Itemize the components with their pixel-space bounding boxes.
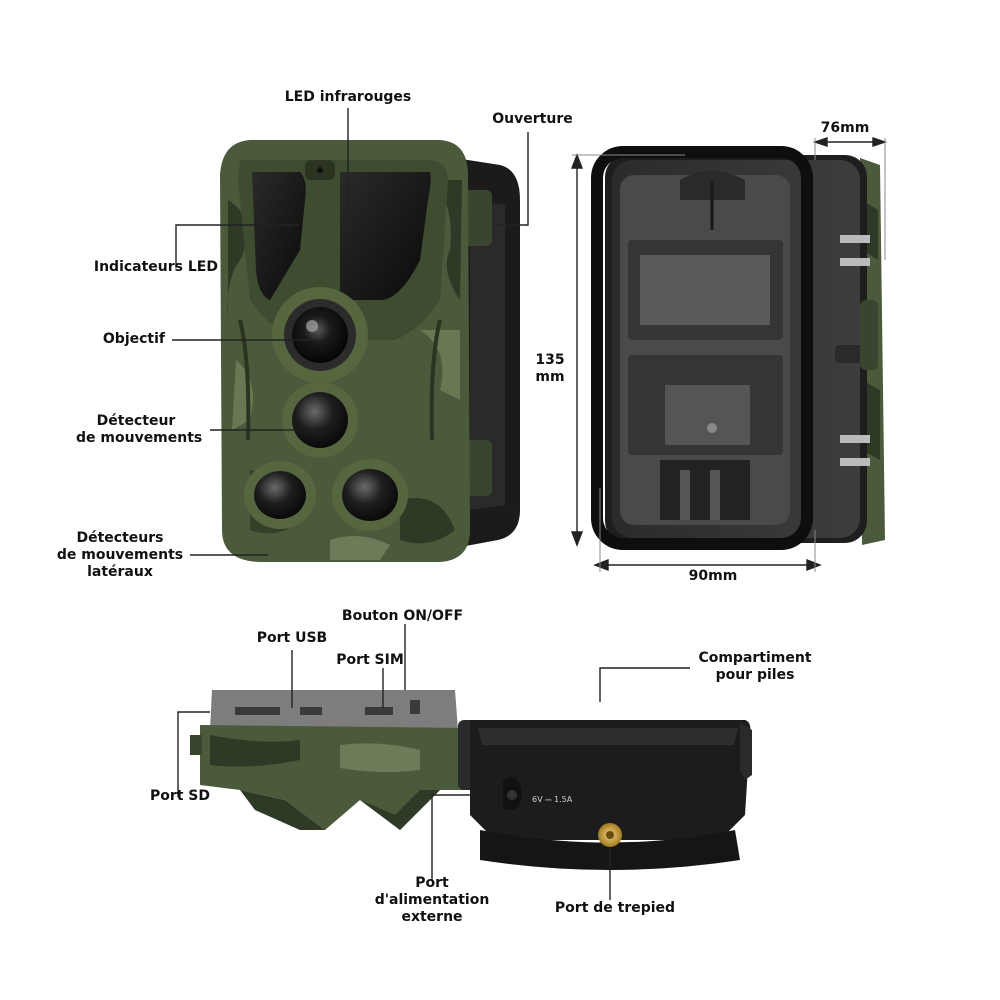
label-port-alim-line2: d'alimentation [374, 892, 490, 908]
label-detecteur-line2: de mouvements [76, 430, 203, 446]
label-detecteurs-lateraux: Détecteurs de mouvements latéraux [50, 530, 190, 581]
label-port-sim: Port SIM [336, 652, 404, 668]
power-rating-marking: 6V ⎓ 1.5A [532, 795, 573, 804]
label-dim-height: 135 mm [528, 352, 572, 386]
label-compartiment-line1: Compartiment [698, 650, 812, 666]
label-compartiment-line2: pour piles [715, 667, 795, 683]
camera-back-view [591, 146, 885, 550]
back-dimension-lines [570, 137, 888, 572]
label-detecteur-line1: Détecteur [96, 413, 176, 429]
label-led-infrarouges: LED infrarouges [284, 89, 412, 105]
label-detecteurs-lateraux-line1: Détecteurs [76, 530, 164, 546]
label-detecteurs-lateraux-line3: latéraux [87, 564, 153, 580]
label-dim-width: 90mm [688, 568, 738, 584]
label-port-sd: Port SD [149, 788, 210, 804]
label-bouton-onoff: Bouton ON/OFF [341, 608, 464, 624]
label-port-usb: Port USB [256, 630, 328, 646]
open-leader-lines [177, 624, 690, 900]
label-port-alim-line1: Port [415, 875, 449, 891]
label-port-alimentation: Port d'alimentation externe [362, 875, 502, 926]
camera-front-view [220, 140, 520, 562]
label-dim-height-value: 135 [535, 352, 565, 368]
label-dim-depth: 76mm [820, 120, 870, 136]
label-port-trepied: Port de trepied [554, 900, 676, 916]
label-objectif: Objectif [102, 331, 165, 347]
label-detecteurs-lateraux-line2: de mouvements [56, 547, 184, 563]
label-ouverture: Ouverture [492, 111, 573, 127]
label-indicateurs-led: Indicateurs LED [93, 259, 218, 275]
label-port-alim-line3: externe [401, 909, 463, 925]
label-detecteur: Détecteur de mouvements [76, 413, 203, 447]
front-leader-lines [172, 108, 529, 556]
label-compartiment: Compartiment pour piles [690, 650, 820, 684]
camera-open-view [190, 690, 752, 870]
label-dim-height-unit: mm [535, 369, 565, 385]
